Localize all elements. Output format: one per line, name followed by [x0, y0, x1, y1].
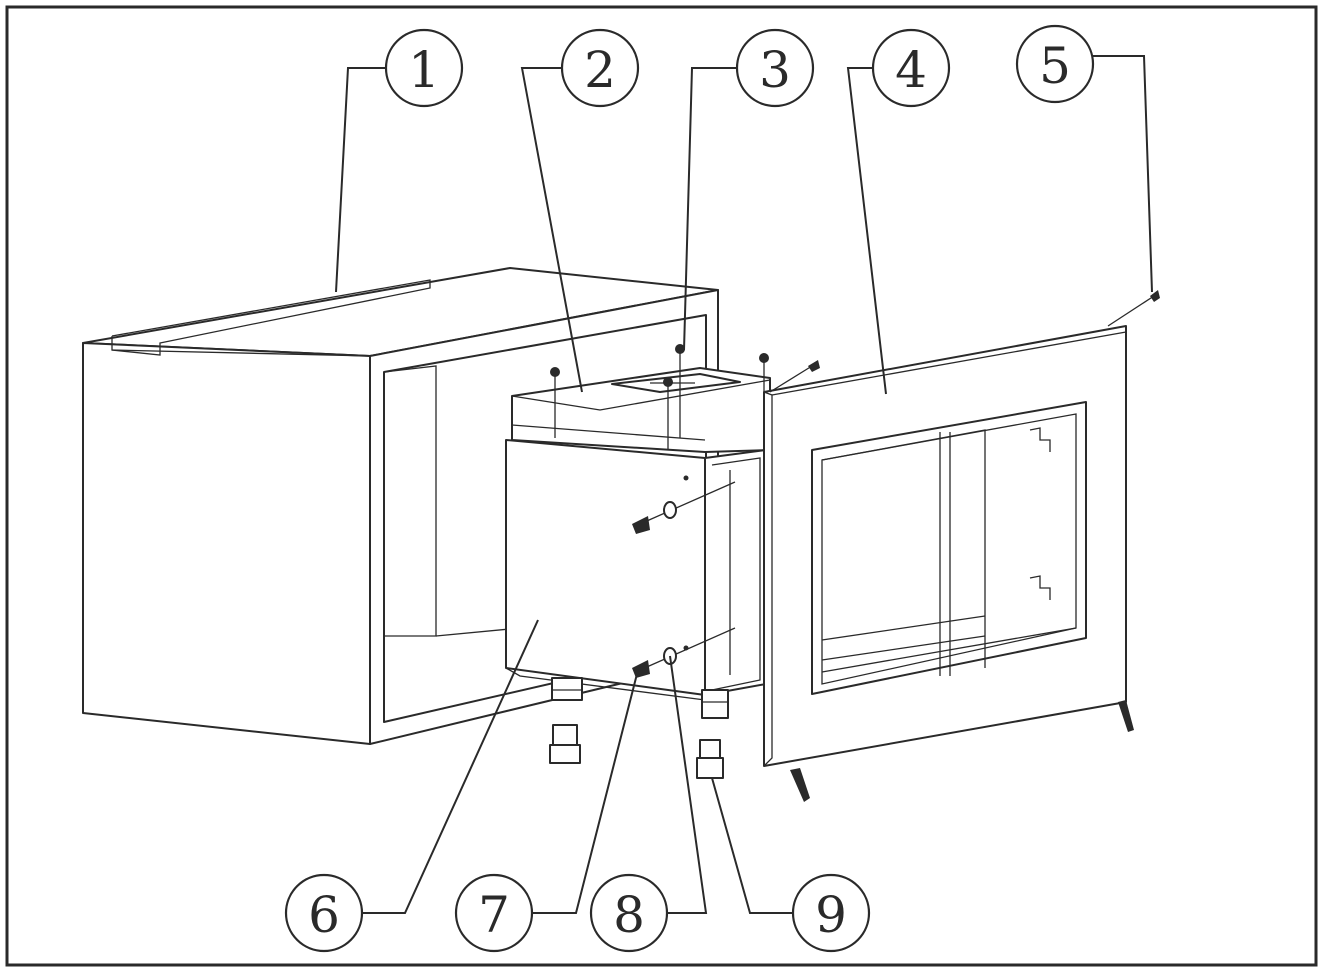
callout-7: 7 [454, 873, 534, 953]
callout-2: 2 [560, 28, 640, 108]
callout-3: 3 [735, 28, 815, 108]
callout-9-label: 9 [815, 886, 847, 944]
callout-3-label: 3 [759, 41, 791, 99]
callout-8-label: 8 [613, 886, 645, 944]
callout-4-label: 4 [895, 41, 927, 99]
callout-6: 6 [284, 873, 364, 953]
callout-8: 8 [589, 873, 669, 953]
callout-2-label: 2 [584, 41, 616, 99]
callout-7-label: 7 [478, 886, 510, 944]
diagram-border [5, 5, 1318, 967]
callout-1: 1 [384, 28, 464, 108]
leader-lines [335, 55, 1153, 914]
frame-screws [769, 290, 1160, 802]
loose-feet [549, 724, 724, 779]
microwave-body [505, 367, 771, 719]
callout-1-label: 1 [408, 41, 440, 99]
callout-5-label: 5 [1039, 37, 1071, 95]
callout-4: 4 [871, 28, 951, 108]
trim-frame [763, 325, 1127, 767]
callout-5: 5 [1015, 24, 1095, 104]
callout-9: 9 [791, 873, 871, 953]
callout-6-label: 6 [308, 886, 340, 944]
